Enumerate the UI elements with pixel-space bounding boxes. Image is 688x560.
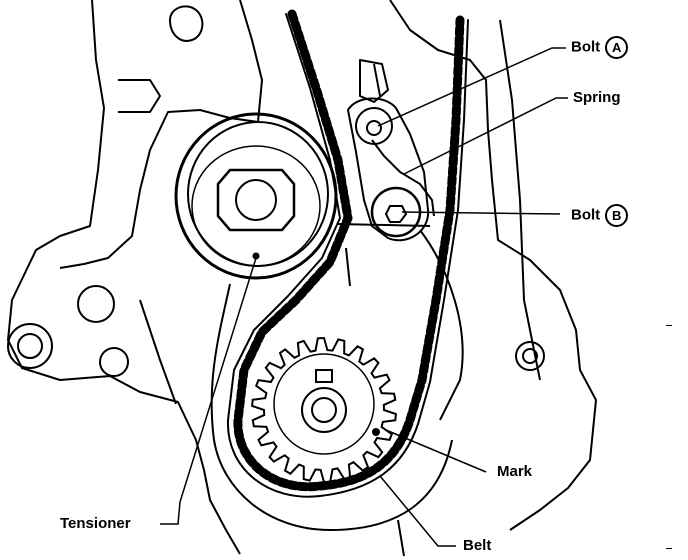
timing-belt (226, 9, 469, 498)
crankshaft-sprocket (251, 336, 397, 484)
mark-label: Mark (497, 463, 533, 480)
bolt-b-text: Bolt (571, 206, 601, 224)
spring-label: Spring (573, 89, 621, 106)
sprocket-teeth (251, 336, 397, 484)
bolt-a-text: Bolt (571, 38, 601, 56)
tensioner-label: Tensioner (60, 515, 131, 532)
bolt-a-badge: A (605, 36, 629, 59)
margin-tick (666, 548, 672, 549)
tensioner-pulley (174, 112, 338, 280)
belt-label: Belt (463, 537, 492, 554)
spring (371, 63, 435, 217)
leader-lines (160, 47, 568, 547)
left-mount-bosses (7, 285, 545, 377)
margin-tick (666, 325, 672, 326)
bolt-b-badge: B (605, 204, 629, 227)
tensioner-arm-and-bolts (346, 97, 430, 242)
